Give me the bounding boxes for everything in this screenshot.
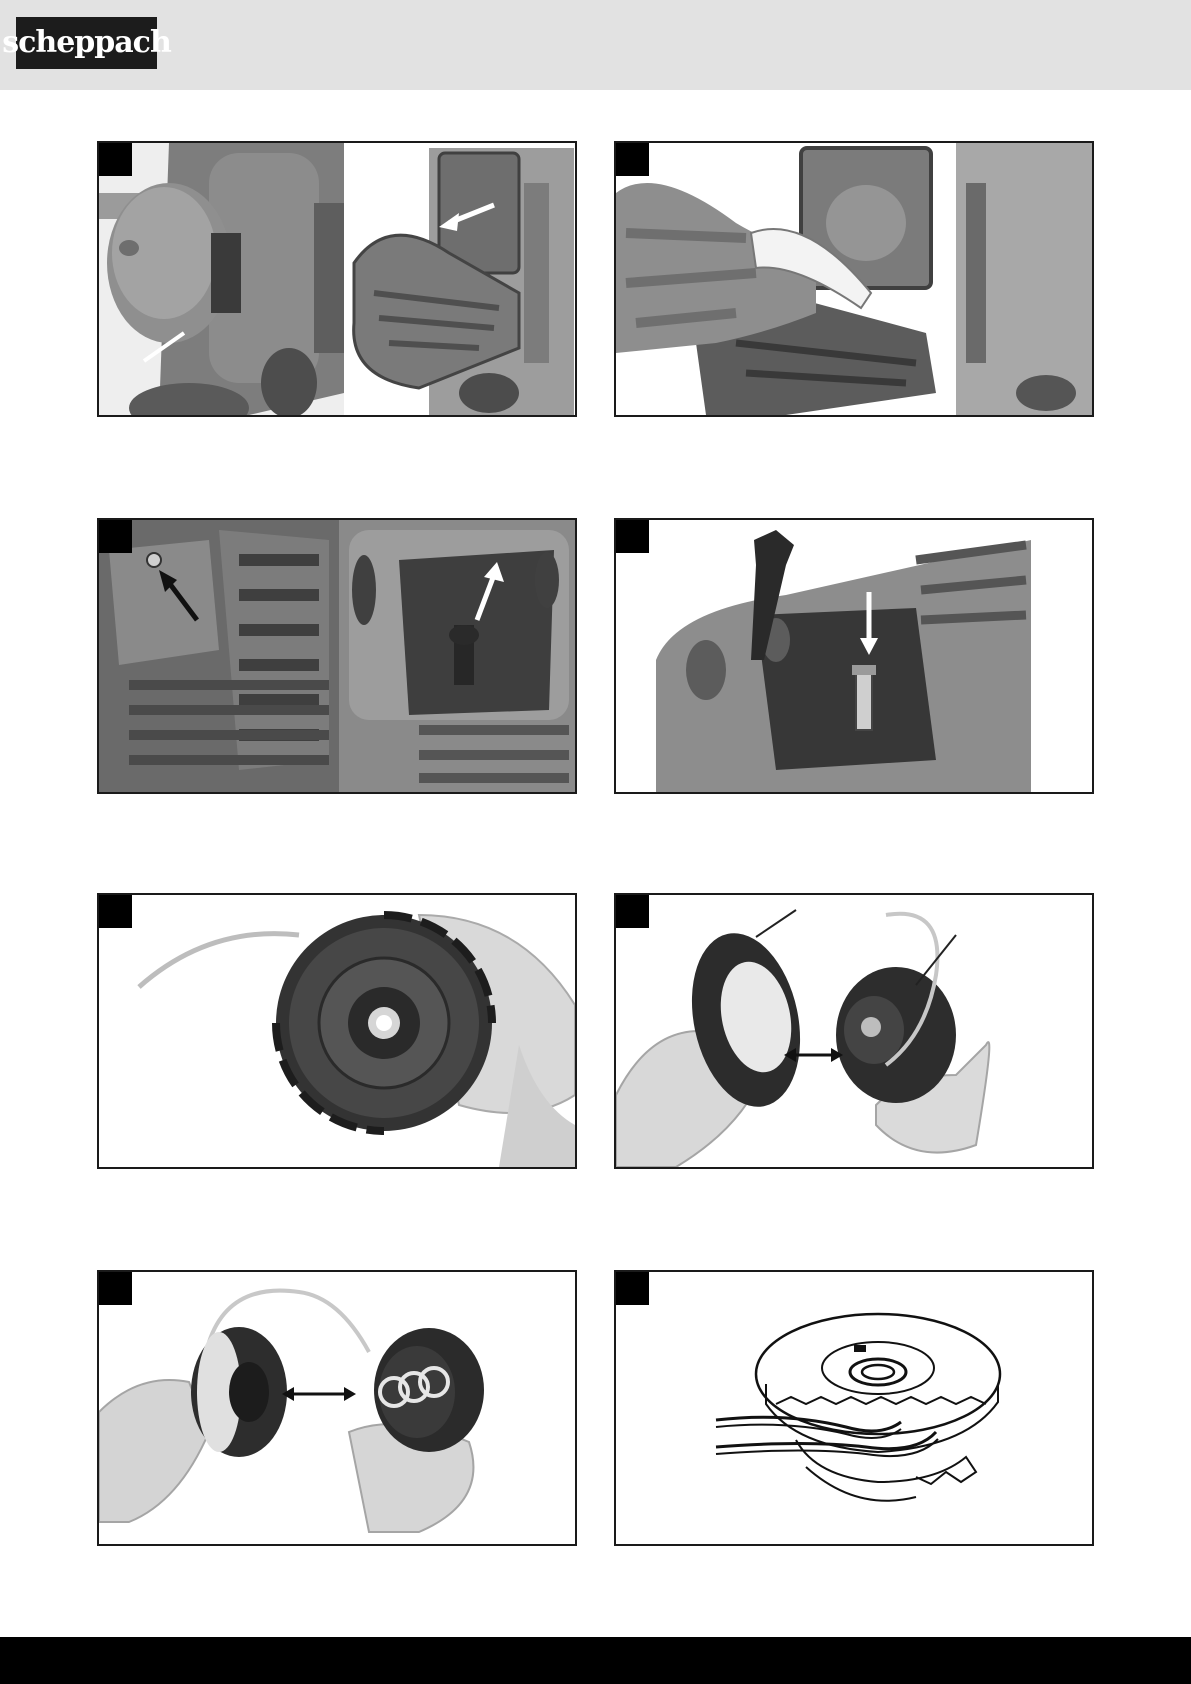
figure-spool-spring: [97, 1270, 577, 1546]
figure-number-tab: [99, 1272, 132, 1305]
air-filter-sponge-photo: [616, 143, 1092, 415]
figure-number-tab: [616, 520, 649, 553]
figure-number-tab: [616, 895, 649, 928]
figure-spool-cap: [97, 893, 577, 1169]
footer-band: [0, 1637, 1191, 1684]
figure-air-filter-sponge: [614, 141, 1094, 417]
spark-plug-photo: [616, 520, 1092, 792]
figure-number-tab: [99, 895, 132, 928]
spool-spring-photo: [99, 1272, 575, 1544]
figure-spool-line-drawing: [614, 1270, 1094, 1546]
figure-spool-open: [614, 893, 1094, 1169]
brand-logo: scheppach: [16, 17, 157, 69]
spool-cap-photo: [99, 895, 575, 1167]
figure-spark-plug: [614, 518, 1094, 794]
header-band: scheppach: [0, 0, 1191, 90]
spark-plug-cover-photo: [99, 520, 575, 792]
spool-open-photo: [616, 895, 1092, 1167]
air-filter-cover-photo: [99, 143, 575, 415]
figure-number-tab: [616, 1272, 649, 1305]
figure-number-tab: [99, 520, 132, 553]
figure-air-filter-cover: [97, 141, 577, 417]
figure-spark-plug-cover: [97, 518, 577, 794]
figure-number-tab: [616, 143, 649, 176]
figure-number-tab: [99, 143, 132, 176]
spool-line-drawing: [616, 1272, 1092, 1544]
